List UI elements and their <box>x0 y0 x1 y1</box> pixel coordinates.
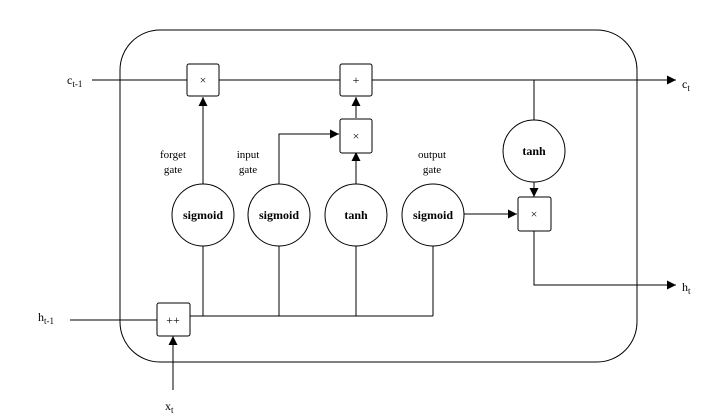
svg-text:sigmoid: sigmoid <box>259 208 299 222</box>
tanh-candidate-node: tanh <box>324 183 388 247</box>
h-next-label: ht <box>682 280 691 296</box>
output-multiply-op: × <box>517 196 552 232</box>
cell-add-op: + <box>339 63 373 97</box>
svg-text:sigmoid: sigmoid <box>183 208 223 222</box>
h-prev-label: ht-1 <box>38 310 54 326</box>
input-multiply-op: × <box>339 118 373 154</box>
sigmoid-forget-node: sigmoid <box>171 183 235 247</box>
tanh-cell-node: tanh <box>502 119 566 183</box>
output-gate-label-line1: output <box>418 149 446 161</box>
svg-text:++: ++ <box>166 313 180 327</box>
svg-text:tanh: tanh <box>522 144 546 158</box>
output-gate-label-line2: gate <box>423 164 441 176</box>
forget-gate-label-line1: forget <box>160 149 186 161</box>
concat-op: ++ <box>156 302 191 337</box>
svg-text:+: + <box>353 73 360 87</box>
svg-text:tanh: tanh <box>344 208 368 222</box>
svg-text:×: × <box>200 73 207 87</box>
sigmoid-input-node: sigmoid <box>247 183 311 247</box>
cell-boundary <box>119 29 638 363</box>
svg-text:×: × <box>531 207 538 221</box>
forget-multiply-op: × <box>186 63 220 97</box>
c-prev-label: ct-1 <box>67 73 82 89</box>
input-gate-label-line1: input <box>237 149 260 161</box>
input-gate-arrow <box>278 129 339 184</box>
svg-text:sigmoid: sigmoid <box>413 208 453 222</box>
svg-text:×: × <box>353 129 360 143</box>
c-next-label: ct <box>682 77 690 93</box>
sigmoid-output-node: sigmoid <box>401 183 465 247</box>
hidden-output-arrow <box>533 231 676 290</box>
input-gate-label-line2: gate <box>239 164 257 176</box>
x-input-label: xt <box>165 399 174 415</box>
forget-gate-label-line2: gate <box>164 164 182 176</box>
